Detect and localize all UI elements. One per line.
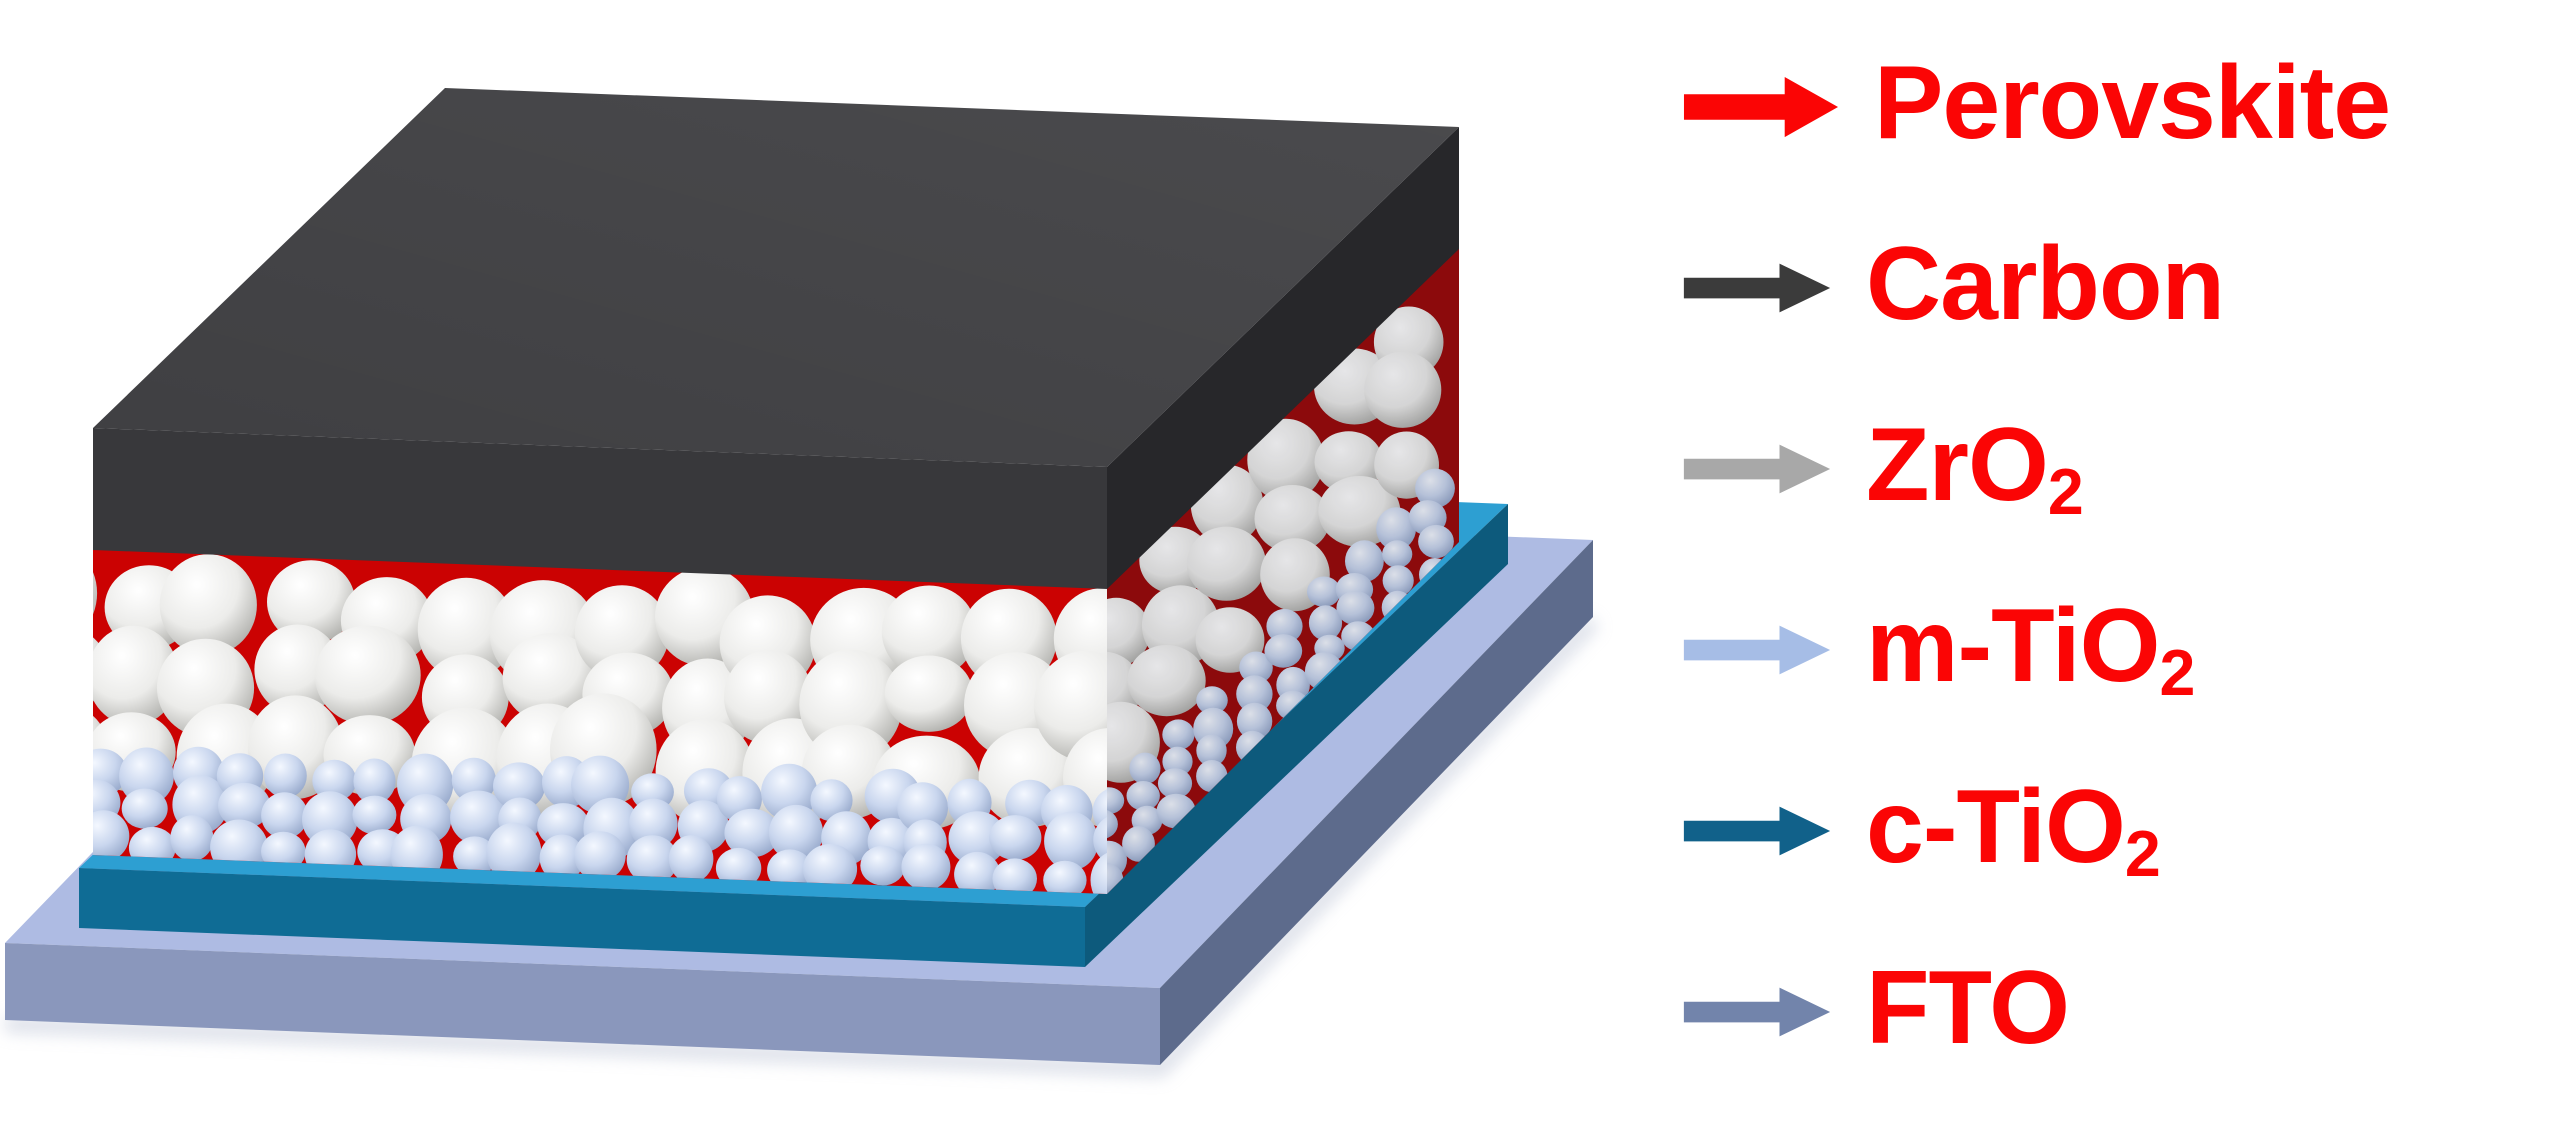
ground-shadow — [4, 615, 1599, 1078]
zro2-arrow-icon — [1683, 444, 1831, 493]
legend-label-fto: FTO — [1866, 949, 2070, 1066]
legend-item-c-tio2: c-TiO2 — [1682, 740, 2390, 921]
fto-front-face — [5, 943, 1160, 1065]
c-tio2-arrow-icon — [1683, 806, 1831, 855]
legend-label-perovskite: Perovskite — [1874, 44, 2391, 161]
legend-label-zro2: ZrO2 — [1866, 406, 2084, 528]
legend-item-zro2: ZrO2 — [1682, 378, 2390, 559]
m-tio2-arrow-icon — [1683, 625, 1831, 674]
carbon-layer — [93, 88, 1459, 589]
legend-item-m-tio2: m-TiO2 — [1682, 559, 2390, 740]
c-tio2-right-face — [1085, 504, 1508, 967]
perovskite-arrow-icon — [1683, 76, 1839, 137]
legend-label-m-tio2: m-TiO2 — [1866, 587, 2195, 709]
device-schematic — [4, 88, 1599, 1078]
legend: Perovskite Carbon ZrO2 m-TiO2 c-TiO2 — [1682, 16, 2391, 1102]
m-tio2-spheres-front — [93, 746, 1107, 894]
zro2-spheres-front — [93, 545, 1107, 830]
carbon-top-sheen — [93, 88, 1459, 467]
fto-right-face — [1160, 540, 1593, 1065]
perovskite-stack — [93, 244, 1459, 894]
side-face-shading — [1107, 244, 1459, 894]
c-tio2-front-face — [79, 868, 1085, 967]
carbon-front-face — [93, 428, 1107, 589]
fto-arrow-icon — [1683, 987, 1831, 1036]
legend-item-perovskite: Perovskite — [1682, 16, 2391, 197]
carbon-arrow-icon — [1683, 263, 1831, 312]
legend-item-carbon: Carbon — [1682, 197, 2390, 378]
legend-label-c-tio2: c-TiO2 — [1866, 768, 2161, 890]
carbon-right-face — [1107, 127, 1459, 589]
legend-label-carbon: Carbon — [1866, 225, 2225, 342]
legend-item-fto: FTO — [1682, 921, 2390, 1102]
